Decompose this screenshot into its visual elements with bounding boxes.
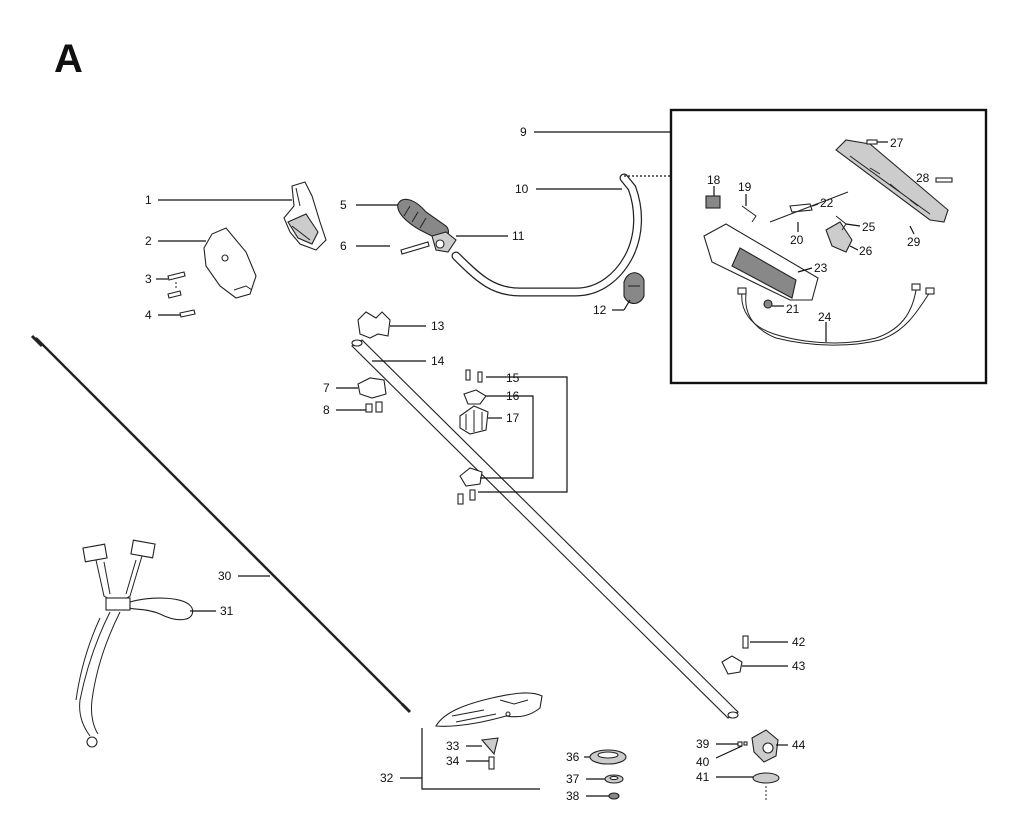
leader-40 [715, 745, 743, 759]
part-label-44: 44 [792, 738, 806, 752]
part-17-drawing [459, 405, 489, 435]
lower-clamp-drawing [457, 467, 483, 505]
part-34-drawing [488, 756, 495, 770]
part-1-drawing [283, 181, 327, 251]
part-28-drawing [935, 177, 953, 183]
part-label-20: 20 [790, 233, 804, 247]
part-label-11: 11 [512, 229, 525, 243]
part-15-drawing [465, 369, 483, 383]
part-label-3: 3 [145, 272, 152, 286]
part-label-14: 14 [431, 354, 445, 368]
part-43-drawing [721, 655, 743, 675]
inset-box [669, 108, 988, 385]
part-label-23: 23 [814, 261, 828, 275]
part-29-drawing [835, 139, 949, 223]
part-label-32: 32 [380, 771, 394, 785]
part-label-29: 29 [907, 235, 921, 249]
part-11-drawing [431, 231, 457, 253]
part-label-37: 37 [566, 772, 580, 786]
leader-32 [400, 777, 540, 790]
part-label-17: 17 [506, 411, 520, 425]
leader-12b [623, 299, 631, 311]
leader-25 [845, 223, 861, 227]
part-44-drawing [751, 729, 779, 763]
part-20-drawing [769, 191, 849, 223]
part-label-25: 25 [862, 220, 876, 234]
part-3-drawing [167, 271, 186, 299]
part-label-28: 28 [916, 171, 930, 185]
part-8-drawing [365, 401, 383, 413]
part-21-drawing [763, 299, 773, 309]
part-22-drawing [789, 203, 813, 213]
part-label-22: 22 [820, 196, 834, 210]
part-label-31: 31 [220, 604, 234, 618]
leader-15 [478, 376, 568, 493]
part-label-6: 6 [340, 239, 347, 253]
part-16-drawing [463, 389, 487, 405]
part-label-1: 1 [145, 193, 152, 207]
part-label-7: 7 [323, 381, 330, 395]
part-4-drawing [179, 309, 196, 318]
part-2-drawing [203, 227, 257, 299]
part-5-drawing [397, 198, 449, 241]
part-31-drawing [75, 539, 194, 748]
part-14-drawing [351, 339, 739, 719]
part-label-4: 4 [145, 308, 152, 322]
part-label-13: 13 [431, 319, 445, 333]
part-41-drawing [752, 772, 780, 800]
part-39-40-drawing [737, 741, 748, 747]
part-23-drawing [703, 223, 819, 301]
leader-22 [811, 203, 819, 207]
leader-23 [797, 267, 813, 273]
part-label-24: 24 [818, 310, 832, 324]
part-label-34: 34 [446, 754, 460, 768]
part-32-drawing [435, 692, 543, 727]
part-13-drawing [357, 311, 391, 339]
part-10-drawing [451, 173, 643, 297]
part-30-drawing [30, 334, 412, 714]
part-label-40: 40 [696, 755, 710, 769]
leader-29 [909, 225, 915, 235]
part-label-15: 15 [506, 371, 520, 385]
part-label-38: 38 [566, 789, 580, 803]
part-24-drawing [737, 283, 935, 346]
part-label-8: 8 [323, 403, 330, 417]
part-37-drawing [604, 774, 624, 784]
part-label-39: 39 [696, 737, 710, 751]
part-18-drawing [705, 195, 721, 209]
diagram-title: A [54, 37, 83, 81]
part-36-drawing [589, 749, 627, 765]
leader-16 [480, 395, 534, 479]
part-label-16: 16 [506, 389, 520, 403]
part-label-43: 43 [792, 659, 806, 673]
part-27-drawing [866, 139, 878, 145]
part-label-10: 10 [515, 182, 529, 196]
part-6-drawing [400, 241, 430, 255]
part-33-drawing [480, 737, 499, 756]
part-label-18: 18 [707, 173, 721, 187]
part-19-drawing [741, 205, 757, 223]
part-label-30: 30 [218, 569, 232, 583]
part-label-41: 41 [696, 770, 710, 784]
part-label-36: 36 [566, 750, 580, 764]
part-label-26: 26 [859, 244, 873, 258]
leader-26 [849, 245, 859, 251]
part-12-drawing [623, 272, 645, 305]
part-42-drawing [742, 635, 749, 649]
part-label-9: 9 [520, 125, 527, 139]
part-label-21: 21 [786, 302, 800, 316]
part-label-33: 33 [446, 739, 460, 753]
part-label-5: 5 [340, 198, 347, 212]
part-38-drawing [608, 792, 620, 800]
part-label-19: 19 [738, 180, 752, 194]
part-label-2: 2 [145, 234, 152, 248]
part-7-drawing [357, 377, 387, 399]
part-label-42: 42 [792, 635, 806, 649]
part-label-27: 27 [890, 136, 904, 150]
part-label-12: 12 [593, 303, 607, 317]
part-26-drawing [825, 221, 853, 253]
